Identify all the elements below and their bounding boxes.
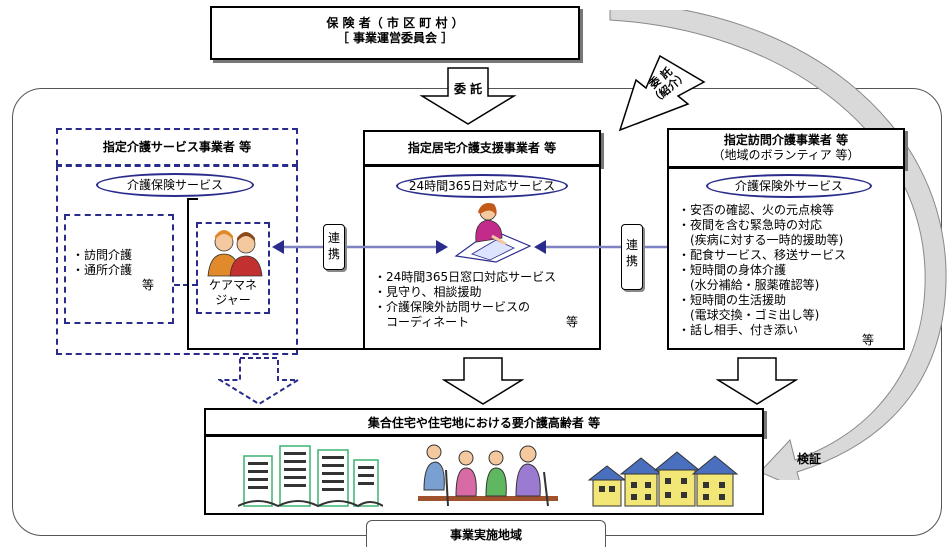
center-item-4: コーディネート xyxy=(374,315,470,329)
right-items: ・安否の確認、火の元点検等 ・夜間を含む緊急時の対応 (疾病に対する一時的援助等… xyxy=(678,203,846,338)
left-header: 指定介護サービス事業者 等 xyxy=(102,140,252,154)
right-item-2: ・夜間を含む緊急時の対応 xyxy=(678,218,823,232)
link-label-right: 連 携 xyxy=(621,224,643,290)
left-list-item-1: ・訪問介護 xyxy=(72,248,133,262)
center-step-line xyxy=(187,166,365,350)
care-manager-label: ケアマネ ジャー xyxy=(208,278,257,307)
target-title: 集合住宅や住宅地における要介護高齢者 等 xyxy=(367,416,601,430)
right-header-1: 指定訪問介護事業者 等 xyxy=(723,133,849,147)
link-label-left: 連 携 xyxy=(323,224,345,270)
target-header-box: 集合住宅や住宅地における要介護高齢者 等 xyxy=(204,408,764,436)
right-item-8: (電球交換・ゴミ出し等) xyxy=(678,308,820,322)
elderly-people-icon xyxy=(418,444,558,507)
link-arrow-right xyxy=(534,240,680,254)
right-header-2: （地域のボランティア 等） xyxy=(712,148,860,162)
insurer-title: 保 険 者（ 市 区 町 村 ） xyxy=(326,16,464,30)
right-item-4: ・配食サービス、移送サービス xyxy=(678,248,847,262)
center-oval: 24時間365日対応サービス xyxy=(396,174,568,198)
area-label-box: 事業実施地域 xyxy=(366,520,606,547)
center-item-3: ・介護保険外訪問サービスの xyxy=(374,300,531,314)
apartment-buildings-icon xyxy=(238,445,383,508)
care-manager-box: ケアマネ ジャー xyxy=(196,222,270,314)
link-arrow-left xyxy=(272,240,448,254)
right-item-7: ・短時間の生活援助 xyxy=(678,293,787,307)
left-list-suffix: 等 xyxy=(142,278,155,292)
right-item-3: (疾病に対する一時的援助等) xyxy=(678,233,844,247)
insurer-committee: ［ 事業運営委員会 ］ xyxy=(336,31,454,45)
center-header-box: 指定居宅介護支援事業者 等 xyxy=(363,130,601,166)
commission-arrow xyxy=(419,67,517,125)
center-item-1: ・24時間365日窓口対応サービス xyxy=(374,270,557,284)
area-label: 事業実施地域 xyxy=(449,528,522,542)
right-suffix: 等 xyxy=(862,333,875,347)
down-arrow-center xyxy=(442,357,524,405)
verification-label: 検証 xyxy=(797,452,822,466)
commission-label: 委 託 xyxy=(454,82,483,96)
left-connector xyxy=(174,284,198,286)
right-oval: 介護保険外サービス xyxy=(706,174,872,198)
center-suffix: 等 xyxy=(566,315,579,329)
right-header-box: 指定訪問介護事業者 等 （地域のボランティア 等） xyxy=(667,128,905,168)
insurer-box: 保 険 者（ 市 区 町 村 ） ［ 事業運営委員会 ］ xyxy=(210,6,580,60)
left-header-box: 指定介護サービス事業者 等 xyxy=(56,128,298,166)
down-arrow-right xyxy=(716,357,798,405)
right-item-5: ・短時間の身体介護 xyxy=(678,263,787,277)
left-service-box: ・訪問介護 ・通所介護 等 xyxy=(64,214,174,324)
right-item-9: ・話し相手、付き添い xyxy=(678,323,799,337)
right-item-1: ・安否の確認、火の元点検等 xyxy=(678,203,835,217)
down-arrow-left xyxy=(218,357,300,406)
left-oval: 介護保険サービス xyxy=(96,173,254,197)
right-outer-box xyxy=(667,167,905,350)
houses-icon xyxy=(587,451,739,507)
center-header: 指定居宅介護支援事業者 等 xyxy=(407,141,557,155)
center-items: ・24時間365日窓口対応サービス ・見守り、相談援助 ・介護保険外訪問サービス… xyxy=(374,270,556,330)
right-item-6: (水分補給・服薬確認等) xyxy=(678,278,820,292)
center-item-2: ・見守り、相談援助 xyxy=(374,285,482,299)
left-outer-box xyxy=(56,165,298,355)
person-at-desk-icon xyxy=(454,203,532,263)
care-manager-people-icon xyxy=(207,230,263,277)
commission-referral-arrow xyxy=(618,54,706,132)
left-list-item-2: ・通所介護 xyxy=(72,263,133,277)
